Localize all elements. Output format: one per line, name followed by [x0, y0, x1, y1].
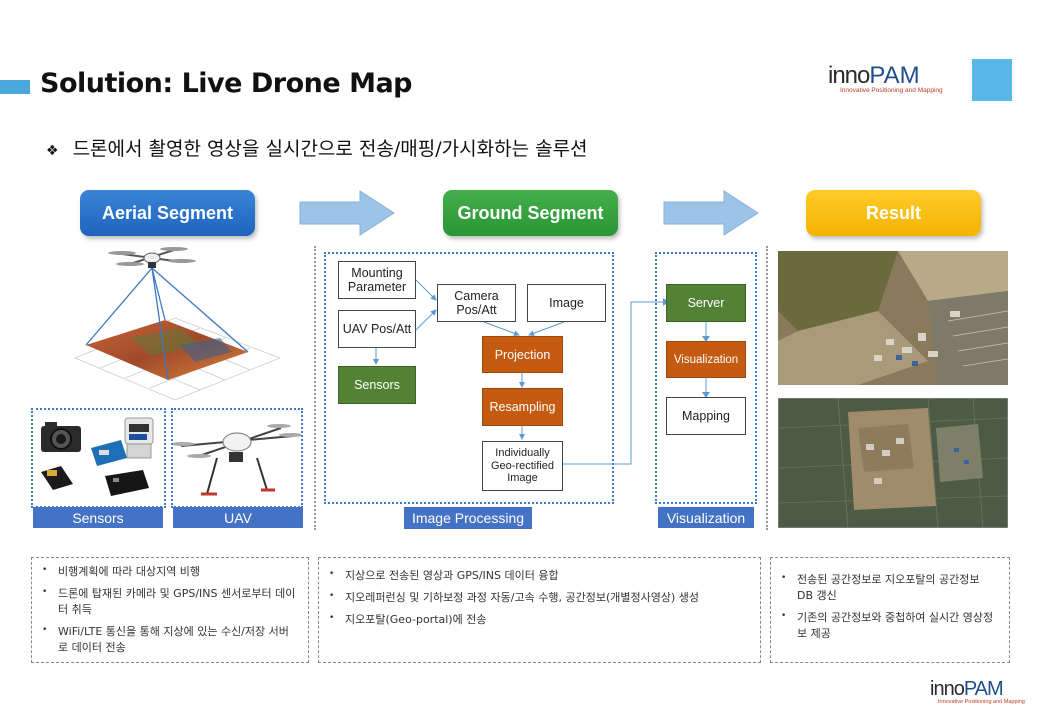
uav-pos-att-box: UAV Pos/Att [338, 310, 416, 348]
innopam-logo: innoPAM Innovative Positioning and Mappi… [828, 62, 943, 94]
geo-rectified-image-box: Individually Geo-rectified Image [482, 441, 563, 491]
description-item: 드론에 탑재된 카메라 및 GPS/INS 센서로부터 데이터 취득 [42, 586, 298, 618]
result-description: 전송된 공간정보로 지오포탈의 공간정보 DB 갱신 기존의 공간정보와 중첩하… [770, 557, 1010, 663]
uav-caption: UAV [173, 507, 303, 528]
section-divider [314, 246, 316, 530]
sensors-photo-frame [31, 408, 166, 508]
description-item: 지상으로 전송된 영상과 GPS/INS 데이터 융합 [329, 568, 750, 584]
gps-module-icon [41, 466, 73, 490]
visualization-caption: Visualization [658, 507, 754, 528]
description-item: WiFi/LTE 통신을 통해 지상에 있는 수신/저장 서버로 데이터 전송 [42, 624, 298, 656]
uav-photo [171, 424, 303, 496]
sensors-caption: Sensors [33, 507, 163, 528]
description-item: 비행계획에 따라 대상지역 비행 [42, 564, 298, 580]
arrow-right-icon [663, 190, 759, 236]
aerial-scan-illustration [74, 247, 281, 401]
resampling-box: Resampling [482, 388, 563, 426]
logo-accent-square [972, 59, 1012, 101]
sensors-photo [41, 417, 154, 496]
image-processing-frame [324, 252, 614, 504]
diamond-bullet-icon: ❖ [46, 143, 59, 159]
mounting-parameter-box: Mounting Parameter [338, 261, 416, 299]
description-item: 기존의 공간정보와 중첩하여 실시간 영상정보 제공 [781, 610, 999, 642]
visualization-box: Visualization [666, 341, 746, 378]
image-box: Image [527, 284, 606, 322]
description-item: 지오포탈(Geo-portal)에 전송 [329, 612, 750, 628]
ground-segment-header: Ground Segment [443, 190, 618, 236]
image-processing-caption: Image Processing [404, 507, 532, 529]
projection-box: Projection [482, 336, 563, 373]
footer-innopam-logo: innoPAM Innovative Positioning and Mappi… [930, 678, 1025, 705]
process-connectors [373, 279, 565, 440]
arrow-right-icon [299, 190, 395, 236]
server-box: Server [666, 284, 746, 322]
section-divider [766, 246, 768, 530]
camera-pos-att-box: Camera Pos/Att [437, 284, 516, 322]
ground-description: 지상으로 전송된 영상과 GPS/INS 데이터 융합 지오레퍼런싱 및 기하보… [318, 557, 761, 663]
result-overlay-map [778, 398, 1008, 528]
description-item: 지오레퍼런싱 및 기하보정 과정 자동/고속 수행, 공간정보(개별정사영상) … [329, 590, 750, 606]
circuit-board-icon [91, 440, 127, 466]
result-orthophoto-1 [778, 251, 1008, 385]
subtitle-bullet: ❖드론에서 촬영한 영상을 실시간으로 전송/매핑/가시화하는 솔루션 [46, 138, 588, 160]
result-segment-header: Result [806, 190, 981, 236]
page-title: Solution: Live Drone Map [40, 68, 413, 99]
title-accent-bar [0, 80, 30, 94]
mapping-box: Mapping [666, 397, 746, 435]
visualization-connectors [702, 322, 710, 398]
aerial-description: 비행계획에 따라 대상지역 비행 드론에 탑재된 카메라 및 GPS/INS 센… [31, 557, 309, 663]
uav-photo-frame [171, 408, 303, 508]
visualization-frame [655, 252, 757, 504]
sensors-process-box: Sensors [338, 366, 416, 404]
camera-icon [41, 422, 81, 452]
lidar-sensor-icon [124, 417, 154, 459]
aerial-segment-header: Aerial Segment [80, 190, 255, 236]
description-item: 전송된 공간정보로 지오포탈의 공간정보 DB 갱신 [781, 572, 999, 604]
drone-icon [108, 247, 196, 268]
